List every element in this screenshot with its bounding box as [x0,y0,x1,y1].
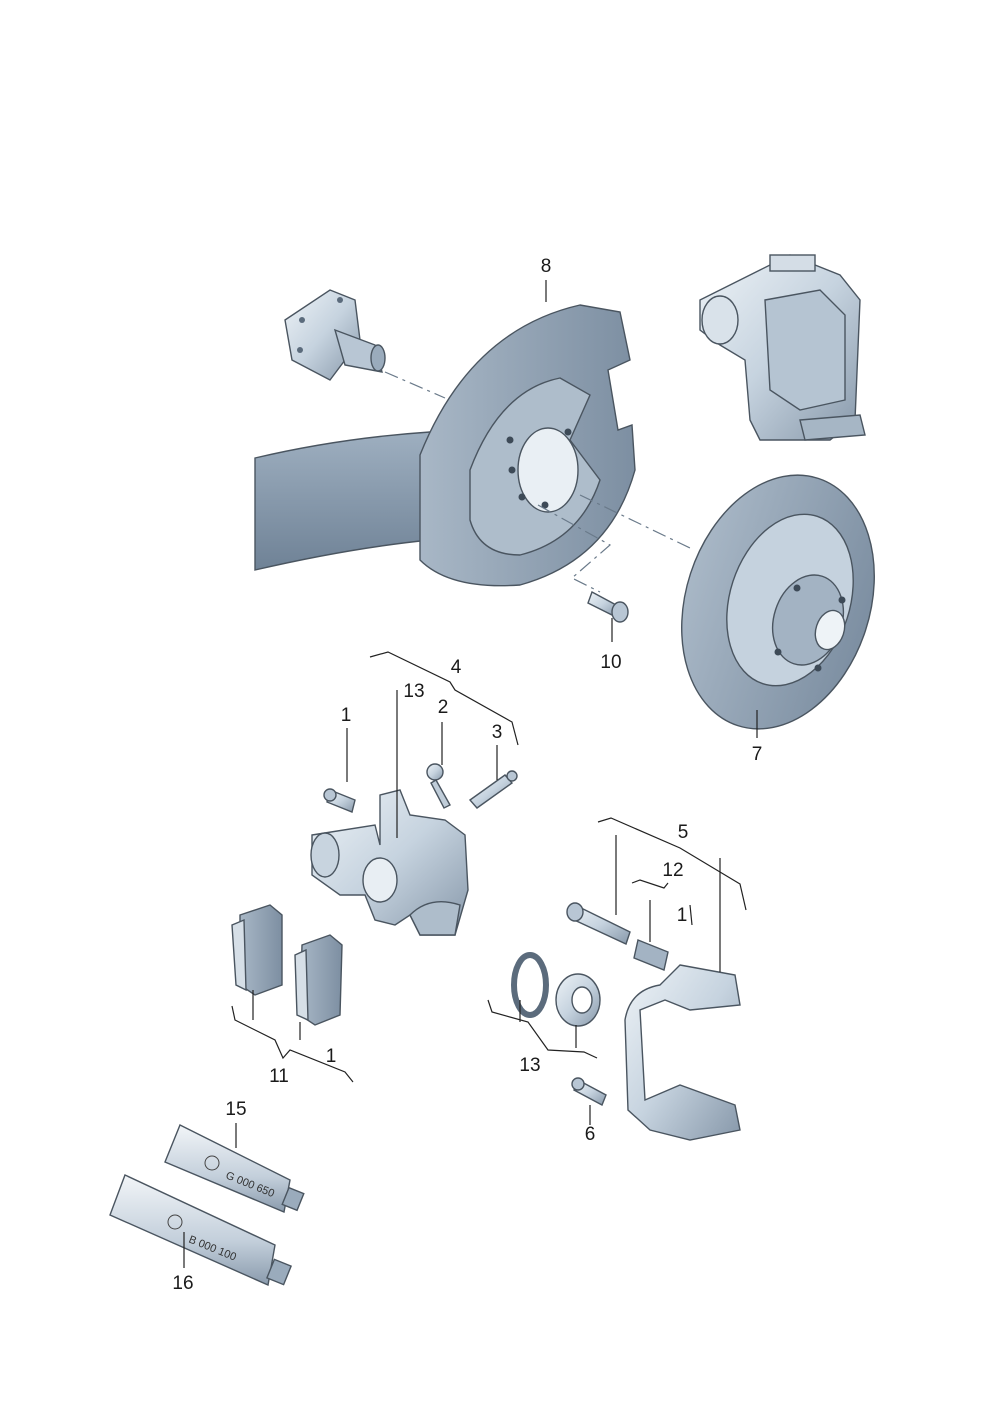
guide-bolt [566,902,631,945]
sealing-ring [511,952,549,1018]
callout-2: 2 [438,697,449,718]
callout-1-bolt: 1 [341,705,352,726]
axle-beam [254,431,431,571]
brake-pad-inner [231,904,283,996]
caliper-assembly-preview [699,254,866,441]
brake-carrier [624,964,741,1141]
callout-4: 4 [451,657,462,678]
callout-13-caliper: 13 [403,681,424,702]
centerline-plate-to-disc [579,494,691,549]
brake-disc [681,474,875,730]
bleeder-valve [468,770,518,809]
callout-10: 10 [600,652,621,673]
centerline-bolt-10 [537,504,612,593]
hub-bolt [587,590,629,623]
callout-3: 3 [492,722,503,743]
dust-cap [555,973,601,1027]
brake-caliper [310,789,469,936]
callout-8: 8 [541,256,552,277]
stub-axle [284,289,386,381]
callout-11: 11 [269,1066,289,1087]
brake-backing-plate [419,304,636,587]
bleeder-valve-cap [426,763,451,809]
callout-1-pads: 1 [326,1046,337,1067]
callout-5: 5 [678,822,689,843]
guide-sleeve [633,939,669,971]
callout-16: 16 [172,1273,193,1294]
centerline-stub-to-plate [384,371,446,399]
callout-labels: 8 10 7 4 13 1 2 3 5 12 1 13 6 11 1 15 16 [172,256,762,1294]
leader-lines [183,280,758,1268]
callout-1-carrier: 1 [677,905,688,926]
callout-12: 12 [662,860,683,881]
callout-6: 6 [585,1124,596,1145]
callout-7: 7 [752,744,763,765]
grease-tube-15: G 000 650 [164,1124,305,1213]
caliper-bolt [323,788,356,813]
brake-pad-outer [294,934,343,1026]
callout-15: 15 [225,1099,246,1120]
callout-13-carrier: 13 [519,1055,540,1076]
carrier-bolt [571,1077,607,1106]
